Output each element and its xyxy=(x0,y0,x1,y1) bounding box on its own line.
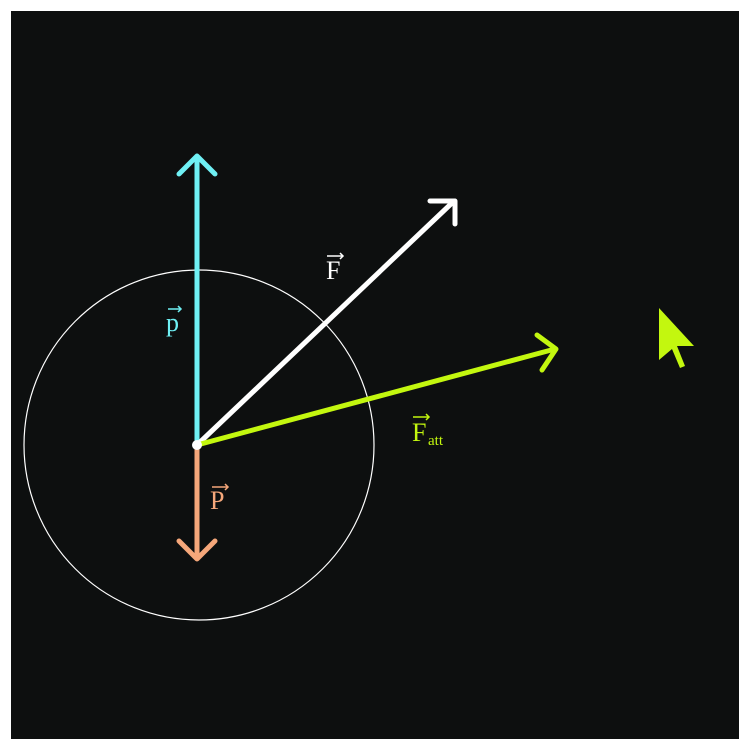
net-force-vector xyxy=(194,198,458,448)
mouse-pointer-icon[interactable] xyxy=(659,308,694,368)
weight-vector xyxy=(176,442,218,562)
simulation-canvas[interactable] xyxy=(11,11,739,739)
svg-text:F: F xyxy=(412,418,426,447)
attraction-force-label: F att xyxy=(412,413,444,449)
svg-text:P: P xyxy=(210,486,224,515)
force-label: F xyxy=(326,252,345,285)
momentum-label: p xyxy=(166,305,183,337)
momentum-vector xyxy=(176,153,218,448)
svg-text:p: p xyxy=(166,308,179,337)
origin-point xyxy=(192,440,202,450)
weight-label: P xyxy=(210,483,230,515)
svg-text:F: F xyxy=(326,256,340,285)
svg-text:att: att xyxy=(428,433,444,449)
attraction-force-vector xyxy=(194,332,559,448)
